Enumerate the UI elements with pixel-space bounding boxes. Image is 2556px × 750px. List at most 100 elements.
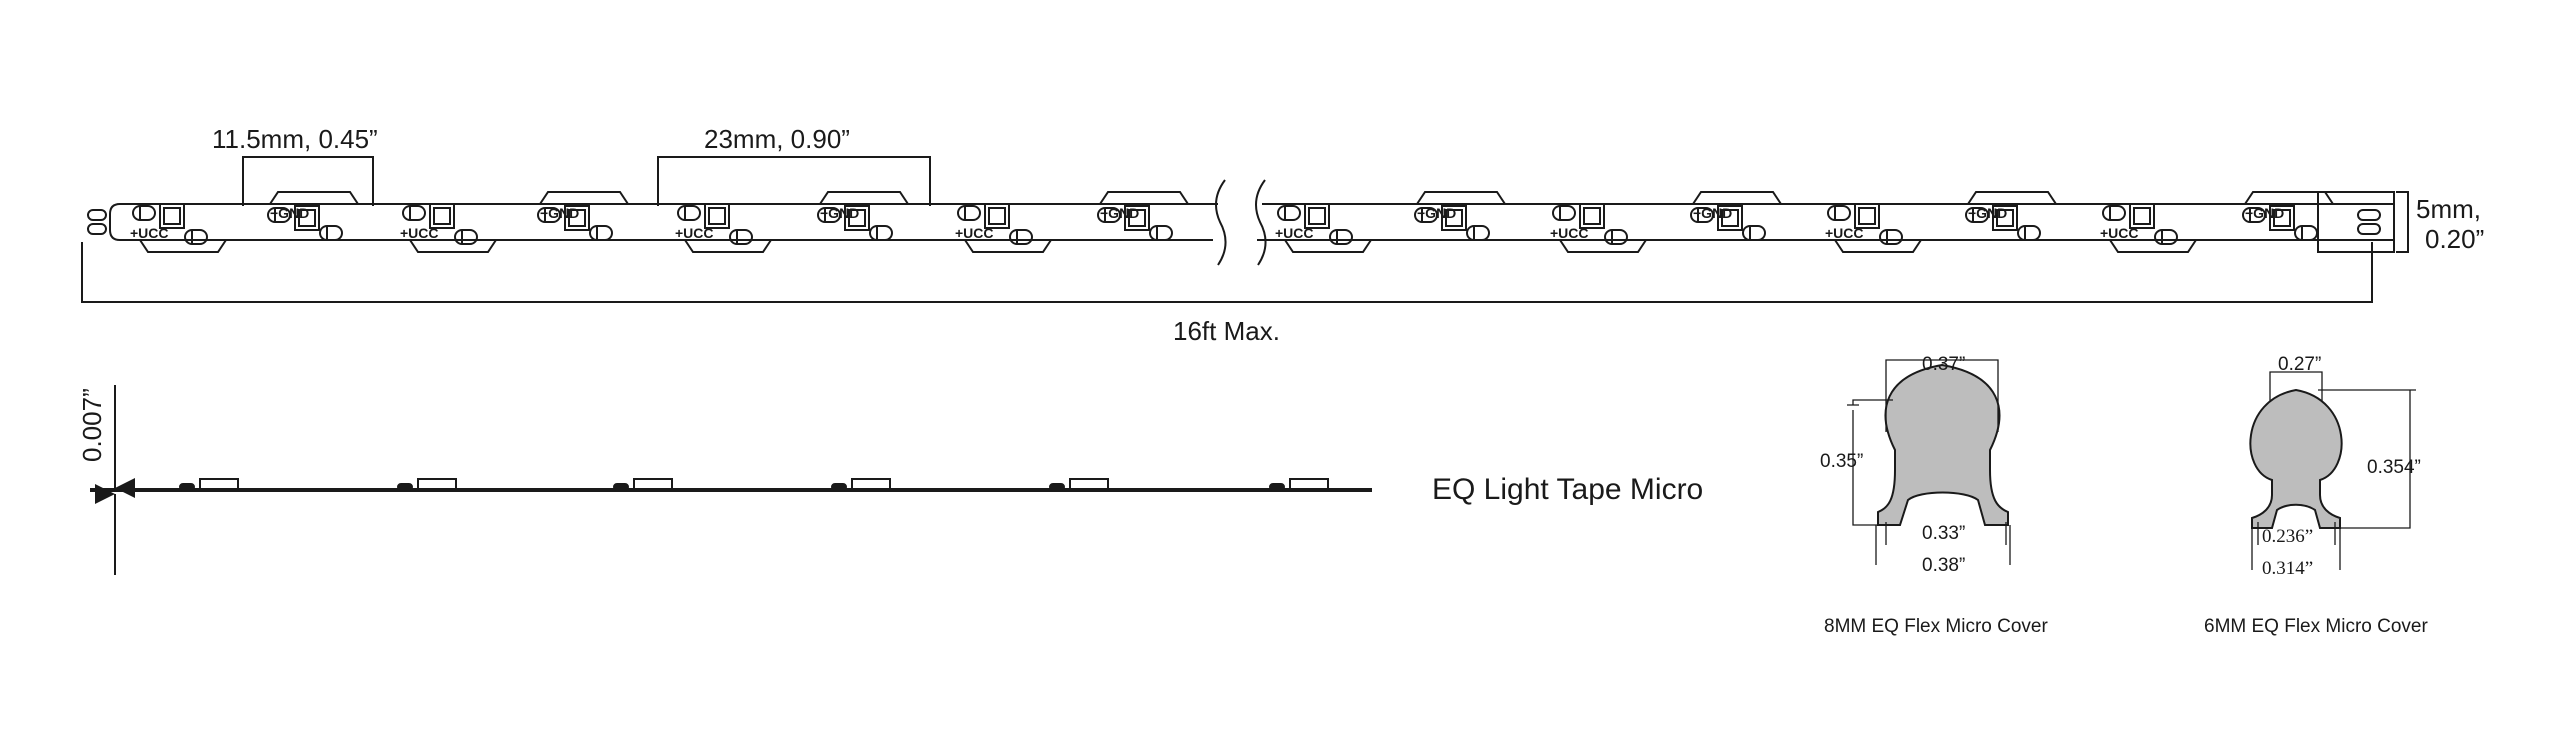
strip-notch (1967, 191, 2057, 205)
pad-label: −GND (270, 205, 309, 221)
dimension-cut-segment (242, 156, 374, 206)
resistor (957, 205, 981, 221)
dimension-led-pair (657, 156, 931, 206)
side-resistor (397, 483, 413, 491)
led-chip-inner (1445, 209, 1463, 227)
start-pad (87, 209, 107, 221)
strip-notch (684, 239, 772, 253)
led-unit: −GND (1097, 191, 1189, 241)
resistor (132, 205, 156, 221)
cover-8mm-caption: 8MM EQ Flex Micro Cover (1824, 616, 2048, 637)
diode (2017, 225, 2041, 241)
resistor (1277, 205, 1301, 221)
tape-outline-right (1257, 203, 2394, 241)
side-resistor (1049, 483, 1065, 491)
strip-notch (1284, 239, 1372, 253)
resistor (1965, 207, 1989, 223)
resistor (1414, 207, 1438, 223)
led-unit: +UCC (400, 203, 497, 253)
pad-label: +UCC (130, 225, 169, 241)
led-chip-inner (298, 209, 316, 227)
side-led (199, 478, 239, 491)
cover-6mm-profile (2249, 371, 2416, 570)
resistor (677, 205, 701, 221)
strip-notch (964, 239, 1052, 253)
pad-label: −GND (540, 205, 579, 221)
pad-label: +UCC (2100, 225, 2139, 241)
resistor (2242, 207, 2266, 223)
led-unit: −GND (1690, 191, 1782, 241)
pad-label: −GND (1100, 205, 1139, 221)
dimension-total-length (81, 242, 2373, 303)
led-chip-inner (1308, 207, 1326, 225)
strip-notch (409, 239, 497, 253)
side-led-component (1269, 478, 1329, 491)
pad-label: +UCC (955, 225, 994, 241)
side-led (417, 478, 457, 491)
diode (729, 229, 753, 245)
led-chip-inner (1583, 207, 1601, 225)
diode (1149, 225, 1173, 241)
led-unit: +UCC (2100, 203, 2197, 253)
cover-6mm-base-width: 0.314” (2262, 558, 2313, 579)
led-chip-inner (568, 209, 586, 227)
led-unit: +UCC (1825, 203, 1922, 253)
led-chip (1992, 205, 2018, 231)
cover-6mm-top-width: 0.27” (2278, 354, 2321, 375)
width-mm-label: 5mm, (2416, 194, 2481, 224)
end-terminal (2317, 191, 2395, 253)
led-chip-inner (433, 207, 451, 225)
led-chip-inner (1858, 207, 1876, 225)
resistor (1097, 207, 1121, 223)
strip-notch (539, 191, 629, 205)
pad-label: −GND (820, 205, 859, 221)
led-unit: +UCC (1550, 203, 1647, 253)
strip-notch (1834, 239, 1922, 253)
led-chip (159, 203, 185, 229)
led-unit: −GND (267, 191, 359, 241)
pad-label: −GND (2245, 205, 2284, 221)
resistor (1827, 205, 1851, 221)
led-chip (1124, 205, 1150, 231)
pad-label: +UCC (1550, 225, 1589, 241)
led-chip-inner (163, 207, 181, 225)
led-unit: −GND (817, 191, 909, 241)
side-resistor (179, 483, 195, 491)
side-led-component (397, 478, 457, 491)
diode (1879, 229, 1903, 245)
strip-notch (2244, 191, 2334, 205)
side-led-component (179, 478, 239, 491)
led-chip (2269, 205, 2295, 231)
strip-notch (2109, 239, 2197, 253)
led-chip-inner (1128, 209, 1146, 227)
pad-label: +UCC (1275, 225, 1314, 241)
cover-6mm-height: 0.354” (2367, 457, 2421, 478)
strip-notch (819, 191, 909, 205)
resistor (267, 207, 291, 223)
resistor (537, 207, 561, 223)
cover-8mm-base-width: 0.38” (1922, 555, 1965, 576)
led-chip-inner (2273, 209, 2291, 227)
side-led (633, 478, 673, 491)
strip-notch (1559, 239, 1647, 253)
led-chip (564, 205, 590, 231)
cover-8mm-shape (1877, 363, 2009, 526)
strip-notch (269, 191, 359, 205)
led-unit: +UCC (955, 203, 1052, 253)
thickness-label: 0.007” (77, 388, 107, 462)
led-chip (1854, 203, 1880, 229)
diode (319, 225, 343, 241)
cover-8mm-profile (1847, 359, 2011, 565)
cover-8mm-height: 0.35” (1820, 451, 1863, 472)
cover-6mm-shape (2249, 388, 2343, 529)
diode (1466, 225, 1490, 241)
pad-label: +UCC (400, 225, 439, 241)
side-led-component (831, 478, 891, 491)
dim-cut-segment-label: 11.5mm, 0.45” (212, 124, 378, 154)
strip-notch (1692, 191, 1782, 205)
strip-notch (139, 239, 227, 253)
dim-led-pair-label: 23mm, 0.90” (704, 124, 850, 154)
led-unit: +UCC (1275, 203, 1372, 253)
led-unit: +UCC (130, 203, 227, 253)
